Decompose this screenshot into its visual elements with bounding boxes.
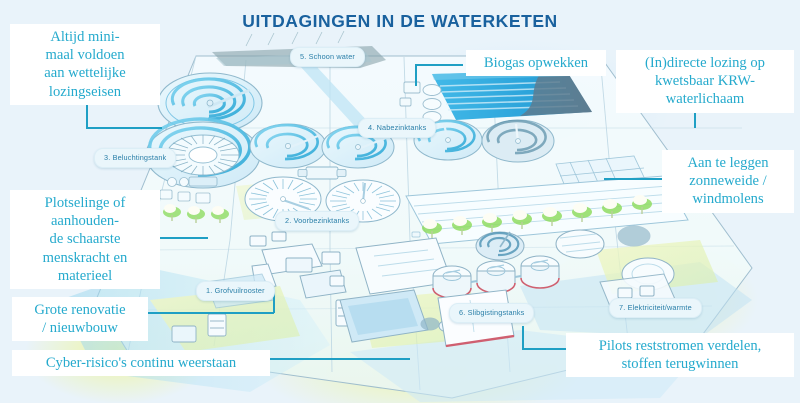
connector-lozingseisen xyxy=(86,102,88,128)
callout-renovatie-text: Grote renovatie / nieuwbouw xyxy=(34,302,126,337)
process-tag-grofvuilrooster[interactable]: 1. Grofvuilrooster xyxy=(196,281,275,301)
process-tag-beluchtingstank[interactable]: 3. Beluchtingstank xyxy=(94,148,177,168)
process-tag-elektriciteit-warmte-label: 7. Elektriciteit/warmte xyxy=(619,303,692,312)
callout-biogas: Biogas opwekken xyxy=(466,50,606,77)
callout-cyber: Cyber-risico's continu weerstaan xyxy=(12,350,270,377)
process-tag-nabezinktanks-label: 4. Nabezinktanks xyxy=(368,123,427,132)
callout-lozingseisen: Altijd mini- maal voldoen aan wettelijke… xyxy=(10,24,160,105)
process-tag-slibgistingstanks[interactable]: 6. Slibgistingstanks xyxy=(449,303,535,323)
connector-reststromen-v xyxy=(522,326,524,349)
process-tag-schoon-water-label: 5. Schoon water xyxy=(300,52,355,61)
process-tag-schoon-water[interactable]: 5. Schoon water xyxy=(290,47,365,67)
connector-cyber xyxy=(260,358,410,360)
connector-biogas-v xyxy=(415,64,417,86)
connector-krw xyxy=(694,108,696,128)
process-tag-elektriciteit-warmte[interactable]: 7. Elektriciteit/warmte xyxy=(609,298,702,318)
process-tag-nabezinktanks[interactable]: 4. Nabezinktanks xyxy=(358,118,437,138)
process-tag-beluchtingstank-label: 3. Beluchtingstank xyxy=(104,153,167,162)
callout-cyber-text: Cyber-risico's continu weerstaan xyxy=(45,355,237,371)
callout-menskracht: Plotselinge of aanhouden- de schaarste m… xyxy=(10,190,160,290)
connector-zonneweide xyxy=(604,178,664,180)
process-tag-voorbezinktanks[interactable]: 2. Voorbezinktanks xyxy=(275,211,360,231)
callout-krw-text: (In)directe lozing op kwetsbaar KRW- wat… xyxy=(645,55,765,108)
callout-renovatie: Grote renovatie / nieuwbouw xyxy=(12,297,148,342)
connector-lozingseisen-h xyxy=(86,127,162,129)
callout-krw: (In)directe lozing op kwetsbaar KRW- wat… xyxy=(616,50,794,113)
callout-menskracht-text: Plotselinge of aanhouden- de schaarste m… xyxy=(42,195,128,284)
callout-lozingseisen-text: Altijd mini- maal voldoen aan wettelijke… xyxy=(44,29,126,100)
connector-renovatie xyxy=(144,312,274,314)
callout-biogas-text: Biogas opwekken xyxy=(483,55,589,71)
callout-zonneweide-text: Aan te leggen zonneweide / windmolens xyxy=(687,155,769,208)
callout-reststromen: Pilots reststromen verdelen, stoffen ter… xyxy=(566,333,794,378)
callout-zonneweide: Aan te leggen zonneweide / windmolens xyxy=(662,150,794,213)
process-tag-voorbezinktanks-label: 2. Voorbezinktanks xyxy=(285,216,350,225)
callout-reststromen-text: Pilots reststromen verdelen, stoffen ter… xyxy=(598,338,762,373)
connector-renovatie-v xyxy=(273,290,275,313)
page-title: UITDAGINGEN IN DE WATERKETEN xyxy=(242,11,558,31)
connector-menskracht xyxy=(146,237,208,239)
connector-biogas xyxy=(415,64,463,66)
process-tag-grofvuilrooster-label: 1. Grofvuilrooster xyxy=(206,286,265,295)
process-tag-slibgistingstanks-label: 6. Slibgistingstanks xyxy=(459,308,525,317)
connector-reststromen xyxy=(522,348,574,350)
